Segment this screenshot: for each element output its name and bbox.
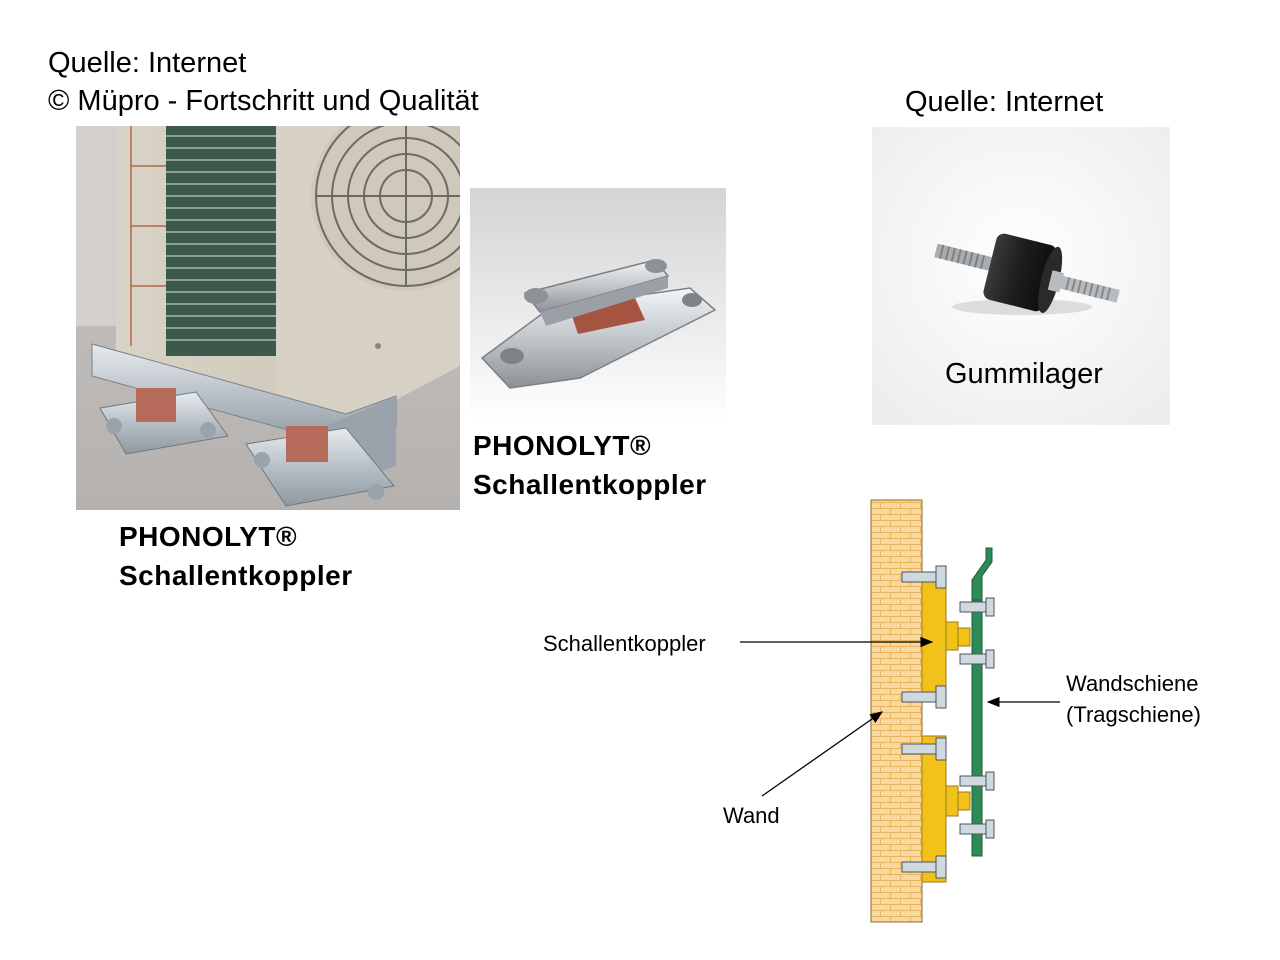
wall-label: Wand	[723, 803, 780, 828]
coupler-photo-caption-line2: Schallentkoppler	[473, 469, 707, 500]
coupler-photo	[470, 188, 726, 424]
outdoor-ac-unit-photo	[76, 126, 460, 510]
wall-mounting-diagram	[860, 490, 1010, 930]
ac-photo-caption-line2: Schallentkoppler	[119, 560, 353, 591]
source-label-right: Quelle: Internet	[905, 86, 1104, 118]
coupler-photo-caption-line1: PHONOLYT®	[473, 430, 652, 461]
rail-label-line1: Wandschiene	[1066, 671, 1199, 696]
copyright-label: © Müpro - Fortschritt und Qualität	[48, 85, 479, 117]
rubber-mount-photo	[872, 127, 1170, 425]
wall-arrow	[761, 711, 884, 797]
ac-photo-caption-line1: PHONOLYT®	[119, 521, 298, 552]
rubber-mount-label: Gummilager	[945, 358, 1103, 390]
rail-label-line2: (Tragschiene)	[1066, 702, 1201, 727]
decoupler-label: Schallentkoppler	[543, 631, 706, 656]
source-label-left: Quelle: Internet	[48, 47, 247, 79]
